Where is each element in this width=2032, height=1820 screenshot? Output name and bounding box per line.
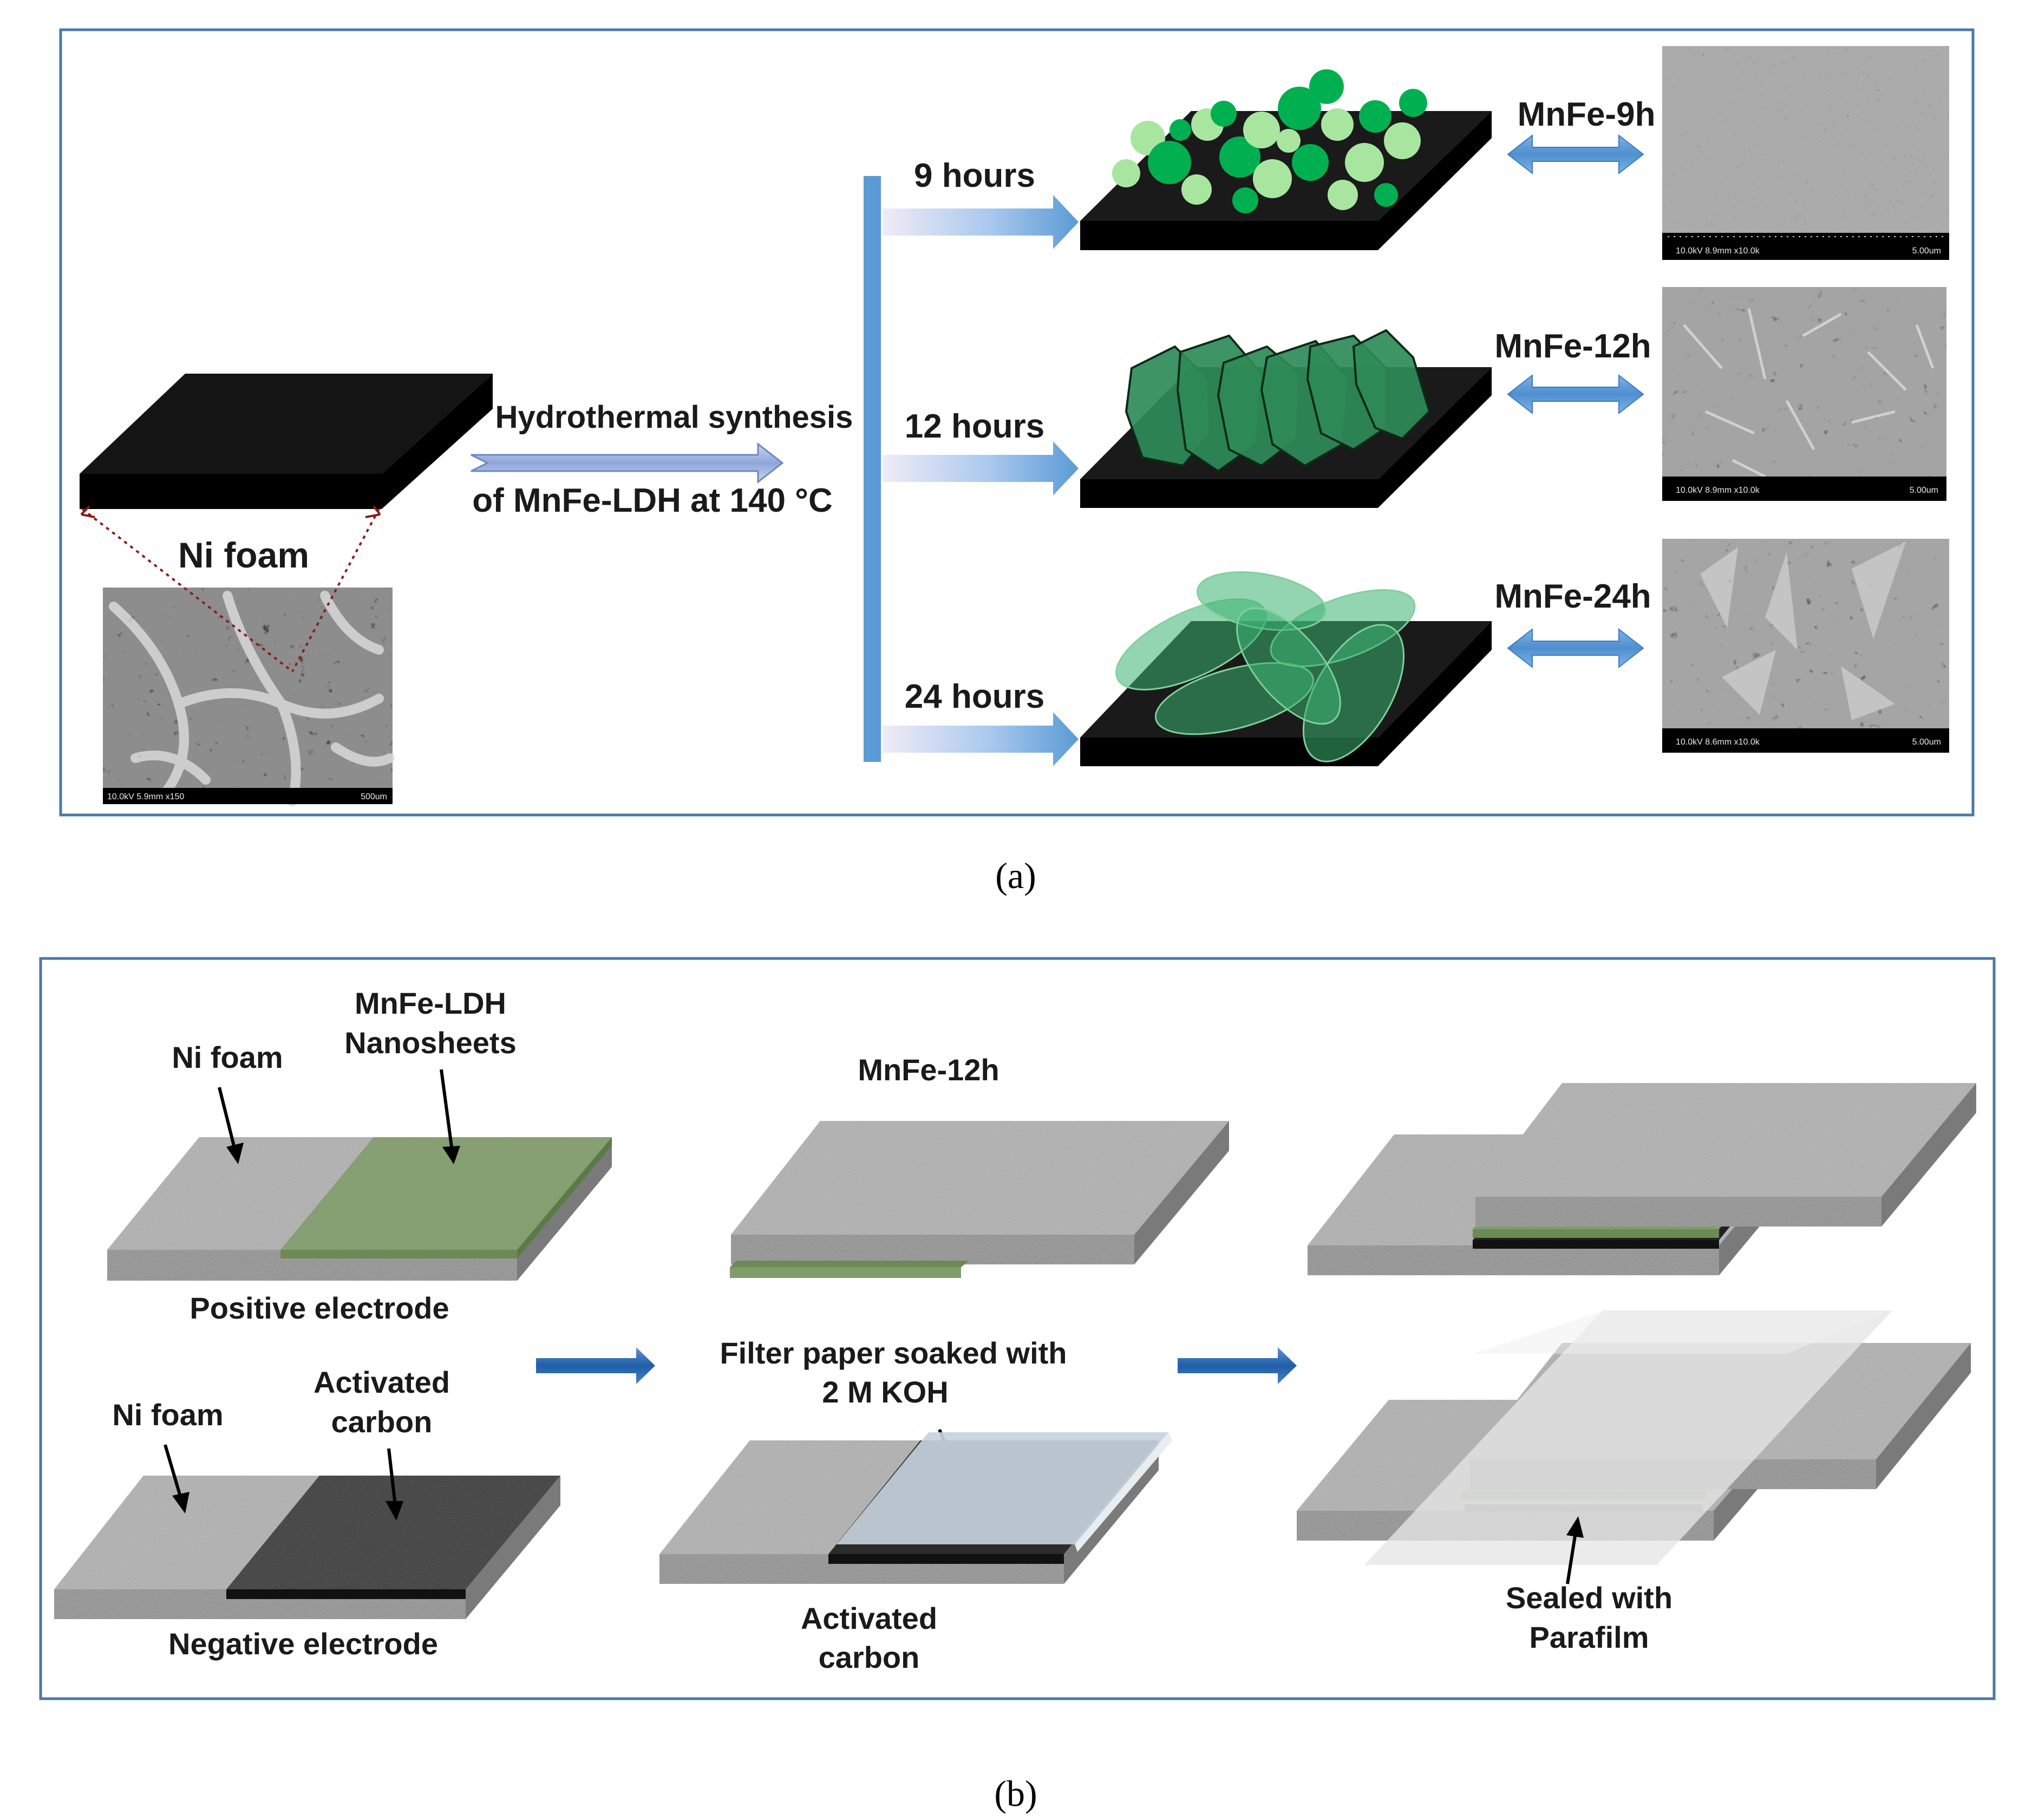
sealed-device <box>1297 1310 1971 1565</box>
sem-image-9h: 10.0kV 8.9mm x10.0k 5.00um <box>1662 46 1949 260</box>
sealed-arrowhead <box>1566 1516 1584 1538</box>
negative-electrode <box>54 1476 560 1619</box>
negative-coating-arrow <box>387 1448 397 1506</box>
nanosheet-cluster-12h <box>1125 329 1431 473</box>
negative-electrode-label: Negative electrode <box>168 1627 438 1661</box>
activated-carbon-electrode-with-filter <box>659 1432 1172 1584</box>
time-arrow-12h <box>883 441 1079 495</box>
negative-coating-line1: Activated <box>313 1365 450 1399</box>
negative-foam-arrow <box>164 1444 183 1501</box>
positive-foam-arrowhead <box>226 1143 244 1164</box>
foam-sem-scale-value: 500um <box>361 792 387 801</box>
zoom-marker-left <box>80 505 95 518</box>
negative-coating-arrowhead <box>386 1501 403 1521</box>
positive-electrode-label: Positive electrode <box>190 1291 449 1325</box>
time-label-12h: 12 hours <box>905 408 1044 445</box>
sealed-arrow <box>1566 1532 1577 1584</box>
time-arrow-24h <box>883 712 1079 766</box>
positive-coating-arrowhead <box>442 1146 460 1164</box>
sem-12h-scale-text: 10.0kV 8.9mm x10.0k <box>1676 486 1760 495</box>
positive-foam-label: Ni foam <box>172 1040 283 1074</box>
sem-12h-scale-value: 5.00um <box>1910 486 1938 495</box>
caption-a: (a) <box>995 855 1036 896</box>
double-arrow-24h <box>1507 628 1644 669</box>
flow-arrow-2 <box>1178 1347 1297 1384</box>
positive-coating-arrow <box>440 1069 454 1151</box>
middle-top-label: MnFe-12h <box>858 1053 999 1087</box>
ni-foam-plate <box>80 374 493 509</box>
zoom-lines <box>81 508 380 673</box>
sample-label-12h: MnFe-12h <box>1494 328 1651 365</box>
middle-bottom-line2: carbon <box>819 1640 920 1674</box>
panel-b-frame <box>39 957 1996 1700</box>
negative-foam-arrowhead <box>172 1492 190 1514</box>
sem-image-24h: 10.0kV 8.6mm x10.0k 5.00um <box>1662 539 1949 753</box>
sealed-label-line1: Sealed with <box>1506 1581 1672 1615</box>
negative-coating-line2: carbon <box>331 1405 433 1439</box>
time-label-24h: 24 hours <box>905 678 1044 715</box>
sealed-label-line2: Parafilm <box>1530 1620 1649 1654</box>
process-label-line1: Hydrothermal synthesis <box>495 400 853 435</box>
positive-electrode <box>107 1137 612 1281</box>
sem-image-12h: 10.0kV 8.9mm x10.0k 5.00um <box>1662 287 1946 501</box>
hydrothermal-arrow <box>471 442 784 484</box>
double-arrow-9h <box>1507 134 1644 175</box>
ni-foam-label: Ni foam <box>178 535 309 575</box>
middle-bottom-line1: Activated <box>801 1601 937 1635</box>
sem-9h-scale-value: 5.00um <box>1912 246 1941 256</box>
ni-foam-sem-image: 10.0kV 5.9mm x150 500um <box>103 588 395 806</box>
double-arrow-12h <box>1507 374 1644 415</box>
sem-24h-scale-value: 5.00um <box>1912 738 1941 747</box>
negative-foam-label: Ni foam <box>112 1398 223 1432</box>
foam-sem-scale-text: 10.0kV 5.9mm x150 <box>107 792 184 801</box>
sem-9h-scale-text: 10.0kV 8.9mm x10.0k <box>1676 246 1760 256</box>
positive-foam-arrow <box>218 1087 237 1153</box>
assembled-electrodes <box>1308 1083 1976 1275</box>
filter-label-line1: Filter paper soaked with <box>720 1336 1067 1370</box>
branch-bar <box>864 176 881 762</box>
caption-b: (b) <box>994 1773 1037 1814</box>
sample-label-24h: MnFe-24h <box>1494 578 1651 615</box>
time-arrow-9h <box>883 195 1079 249</box>
sample-label-9h: MnFe-9h <box>1518 96 1656 133</box>
time-label-9h: 9 hours <box>914 157 1035 194</box>
nanoparticle-cluster-9h <box>1112 69 1427 213</box>
nanosheet-cluster-24h <box>1115 571 1416 762</box>
positive-coating-line1: MnFe-LDH <box>355 986 506 1020</box>
positive-coating-line2: Nanosheets <box>344 1026 516 1060</box>
flow-arrow-1 <box>536 1347 655 1384</box>
mnfe-12h-electrode <box>730 1121 1229 1278</box>
zoom-marker-right <box>365 505 381 518</box>
filter-label-line2: 2 M KOH <box>822 1375 948 1409</box>
process-label-line2: of MnFe-LDH at 140 °C <box>472 482 833 519</box>
sem-24h-scale-text: 10.0kV 8.6mm x10.0k <box>1676 738 1760 747</box>
parafilm-sheet <box>1364 1310 1892 1565</box>
panel-a-frame <box>59 28 1975 817</box>
